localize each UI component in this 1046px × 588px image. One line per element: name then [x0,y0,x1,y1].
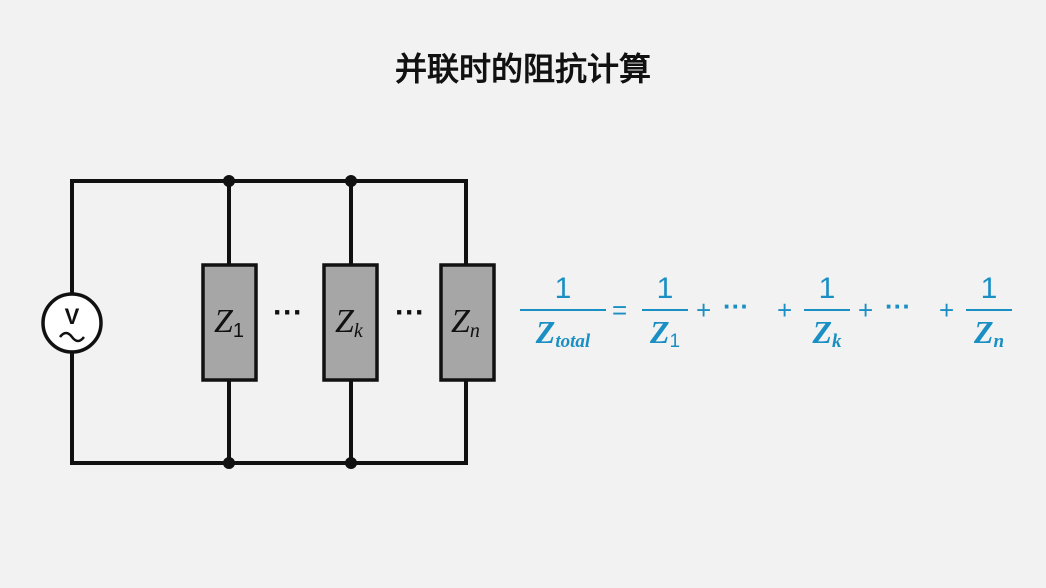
resistor-subscript: 1 [233,320,244,342]
resistor-subscript: k [354,320,364,342]
resistor-label: Zk [335,303,364,342]
source-label: V [65,304,80,329]
resistor-symbol: Z [214,303,234,340]
junction-dot [223,175,235,187]
resistor-zn: Zn [439,263,496,382]
resistor-z1: Z1 [201,263,258,382]
sine-wave-icon [59,331,85,343]
resistor-body [439,263,496,382]
ac-voltage-source: V [41,292,103,354]
resistor-body [322,263,379,382]
resistor-label: Zn [451,303,480,342]
resistor-body [201,263,258,382]
resistor-zk: Zk [322,263,379,382]
branch-ellipsis: ··· [273,296,303,329]
branch-ellipsis: ··· [395,296,425,329]
junction-dot [223,457,235,469]
resistor-symbol: Z [335,303,355,340]
junction-dot [345,175,357,187]
page-title: 并联时的阻抗计算 [394,50,651,88]
junction-dots [223,175,357,469]
resistor-label: Z1 [214,303,244,342]
junction-dot [345,457,357,469]
resistor-symbol: Z [451,303,471,340]
source-circle [41,292,103,354]
circuit-wires [70,179,468,465]
resistor-subscript: n [470,320,480,342]
